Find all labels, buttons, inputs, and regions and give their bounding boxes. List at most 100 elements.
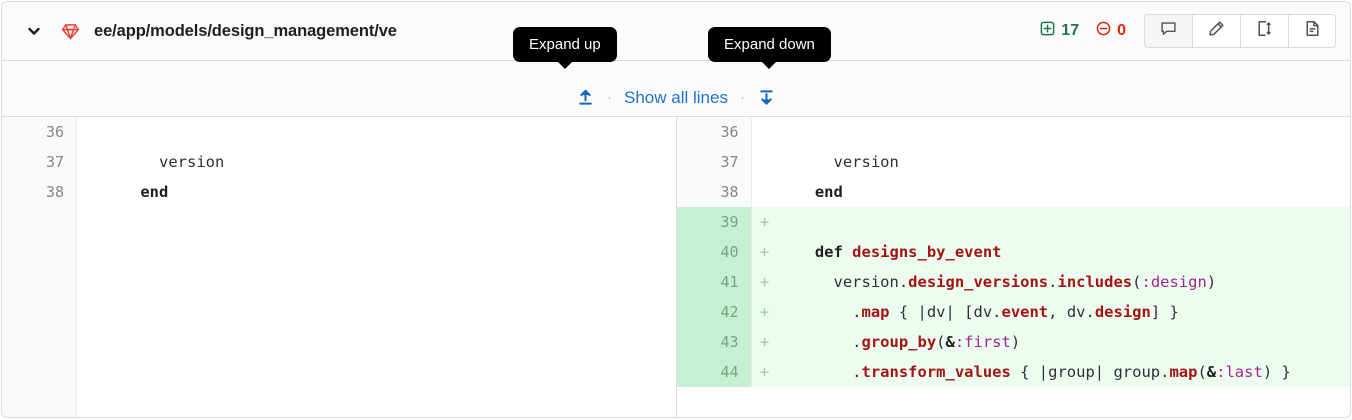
tooltip-expand-down: Expand down [708,27,831,62]
diff-marker: + [751,297,778,327]
code-line [103,357,676,387]
minus-circle-icon [1096,21,1111,41]
code-line [103,207,676,237]
line-number[interactable] [2,267,77,297]
diff-line: 37 version [676,147,1350,177]
diff-line [2,357,676,387]
line-number[interactable] [2,207,77,237]
additions-count: 17 [1061,22,1080,39]
code-line: .group_by(&:first) [777,327,1350,357]
code-line: version.design_versions.includes(:design… [777,267,1350,297]
diff-marker [752,147,778,177]
line-number[interactable] [2,297,77,327]
code-line [103,117,676,147]
separator-dot-right: · [739,89,745,106]
line-number[interactable]: 40 [676,237,752,267]
diff-marker: + [751,327,778,357]
code-line: end [103,177,676,207]
line-number[interactable]: 36 [2,117,77,147]
line-number[interactable]: 41 [676,267,752,297]
line-number[interactable]: 38 [2,177,77,207]
expand-controls: · Show all lines · [576,88,776,108]
code-line [103,387,676,417]
diff-marker [752,177,778,207]
file-path-label[interactable]: ee/app/models/design_management/ve [94,21,397,40]
separator-dot-left: · [607,89,613,106]
line-number[interactable] [2,327,77,357]
pencil-icon [1208,20,1225,42]
arrow-down-to-line-icon[interactable] [757,88,776,107]
edit-button[interactable] [1192,14,1240,48]
diff-marker [77,177,103,207]
diff-line: 44+ .transform_values { |group| group.ma… [676,357,1350,387]
code-line: version [777,147,1350,177]
diff-line: 40+ def designs_by_event [676,237,1350,267]
diff-line [2,267,676,297]
diff-file-header: ee/app/models/design_management/ve 17 0 [2,2,1350,61]
arrow-up-to-line-icon[interactable] [576,88,595,107]
diff-line: 43+ .group_by(&:first) [676,327,1350,357]
code-line: .transform_values { |group| group.map(&:… [777,357,1350,387]
line-number[interactable]: 44 [676,357,752,387]
diff-marker [77,267,103,297]
line-number[interactable]: 43 [676,327,752,357]
view-file-button[interactable] [1288,14,1336,48]
code-line [103,297,676,327]
code-line [103,327,676,357]
deletions-stat: 0 [1096,21,1126,41]
line-number[interactable] [2,387,77,417]
line-number[interactable]: 37 [2,147,77,177]
diff-marker: + [751,237,778,267]
comment-button[interactable] [1144,14,1192,48]
diff-line: 42+ .map { |dv| [dv.event, dv.design] } [676,297,1350,327]
code-line: version [103,147,676,177]
line-number[interactable] [2,237,77,267]
diff-marker: + [751,207,778,237]
deletions-count: 0 [1117,22,1126,39]
diff-line [2,387,676,417]
line-number[interactable]: 42 [676,297,752,327]
file-transfer-icon [1256,20,1273,42]
diff-marker [77,357,103,387]
diff-line: 38 end [2,177,676,207]
diff-marker [77,147,103,177]
comment-icon [1160,20,1177,42]
expand-lines-row: · Show all lines · [2,61,1350,117]
code-line: end [777,177,1350,207]
document-icon [1304,20,1321,42]
diff-line: 39+ [676,207,1350,237]
code-line [103,237,676,267]
diff-marker [77,387,103,417]
code-line [777,207,1350,237]
code-line [103,267,676,297]
diff-line [2,327,676,357]
diff-line [2,237,676,267]
show-all-lines-link[interactable]: Show all lines [624,87,728,107]
diff-line: 37 version [2,147,676,177]
chevron-down-icon[interactable] [24,21,44,41]
tooltip-expand-up: Expand up [513,27,617,62]
code-line: def designs_by_event [777,237,1350,267]
diff-marker: + [751,357,778,387]
additions-stat: 17 [1040,21,1079,41]
line-number[interactable]: 38 [676,177,752,207]
code-line [777,117,1350,147]
diff-marker [77,327,103,357]
diff-marker [752,117,778,147]
line-number[interactable]: 36 [676,117,752,147]
compare-button[interactable] [1240,14,1288,48]
line-number[interactable] [2,357,77,387]
diff-marker [77,297,103,327]
ruby-gem-icon [60,21,80,41]
diff-line: 36 [2,117,676,147]
diff-line: 41+ version.design_versions.includes(:de… [676,267,1350,297]
diff-marker [77,207,103,237]
line-number[interactable]: 37 [676,147,752,177]
code-line: .map { |dv| [dv.event, dv.design] } [777,297,1350,327]
diff-stats: 17 0 [1040,21,1126,41]
plus-square-icon [1040,21,1055,41]
line-number[interactable]: 39 [676,207,752,237]
